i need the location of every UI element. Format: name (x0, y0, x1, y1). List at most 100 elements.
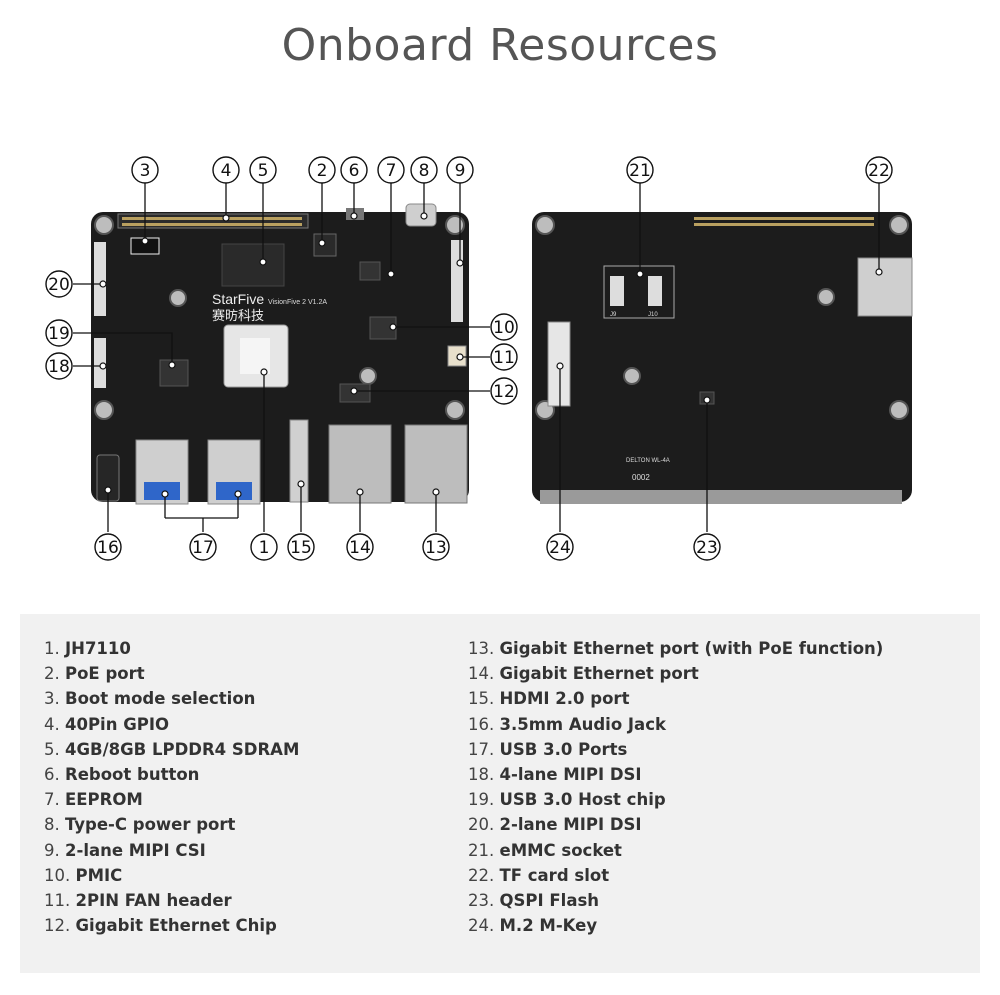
front-board: StarFive 赛昉科技 VisionFive 2 V1.2A (91, 203, 469, 505)
emmc-connector-j10 (648, 276, 662, 306)
back-board: J9 J10 DELTON WL-4A 0002 (532, 212, 913, 504)
callout-13: 13 (422, 533, 450, 561)
brand-cn: 赛昉科技 (212, 308, 264, 324)
callout-17: 17 (189, 533, 217, 561)
label-j9: J9 (610, 312, 617, 318)
callout-11: 11 (490, 343, 518, 371)
legend-item: 7. EEPROM (44, 790, 143, 810)
mipi-dsi-2lane (94, 242, 106, 316)
callout-1-text: 1 (259, 538, 270, 558)
gpio-pins (122, 217, 302, 226)
callout-11-text: 11 (493, 348, 515, 368)
mipi-csi-connector (451, 240, 463, 322)
legend-item: 3. Boot mode selection (44, 689, 256, 709)
callout-5-text: 5 (258, 161, 269, 181)
legend-item: 18. 4-lane MIPI DSI (468, 764, 642, 784)
emmc-connector-j9 (610, 276, 624, 306)
callout-21: 21 (626, 156, 654, 184)
legend-item: 23. QSPI Flash (468, 890, 600, 910)
hdmi-port (289, 419, 309, 503)
legend-column-left: 1. JH7110 2. PoE port 3. Boot mode selec… (44, 636, 299, 938)
legend-item: 24. M.2 M-Key (468, 916, 598, 936)
callout-18-text: 18 (48, 357, 70, 377)
callout-15: 15 (287, 533, 315, 561)
callout-12-text: 12 (493, 382, 515, 402)
callouts: 3 4 5 2 6 7 8 9 20 19 18 10 11 12 16 17 … (45, 156, 893, 561)
callout-24: 24 (546, 533, 574, 561)
board-diagram: StarFive 赛昉科技 VisionFive 2 V1.2A (45, 156, 913, 561)
callout-3-text: 3 (140, 161, 151, 181)
callout-6-text: 6 (349, 161, 360, 181)
legend-item: 13. Gigabit Ethernet port (with PoE func… (468, 639, 884, 658)
callout-19: 19 (45, 319, 73, 347)
legend-column-right: 13. Gigabit Ethernet port (with PoE func… (468, 636, 883, 938)
tf-card-slot (857, 257, 913, 317)
label-delton: DELTON WL-4A (626, 458, 670, 464)
callout-3: 3 (131, 156, 159, 184)
callout-19-text: 19 (48, 324, 70, 344)
legend-panel: 1. JH7110 2. PoE port 3. Boot mode selec… (20, 614, 980, 973)
callout-22: 22 (865, 156, 893, 184)
callout-7: 7 (377, 156, 405, 184)
callout-8-text: 8 (419, 161, 430, 181)
leader-dots (99, 212, 883, 498)
page-title: Onboard Resources (281, 20, 719, 71)
callout-9: 9 (446, 156, 474, 184)
soc-die (240, 338, 270, 374)
callout-23: 23 (693, 533, 721, 561)
callout-6: 6 (340, 156, 368, 184)
label-j10: J10 (648, 312, 658, 318)
callout-1: 1 (250, 533, 278, 561)
callout-2-text: 2 (317, 161, 328, 181)
callout-5: 5 (249, 156, 277, 184)
callout-24-text: 24 (549, 538, 571, 558)
legend-item: 8. Type-C power port (44, 815, 236, 835)
legend-item: 16. 3.5mm Audio Jack (468, 714, 666, 734)
legend-item: 10. PMIC (44, 865, 123, 885)
callout-10-text: 10 (493, 318, 515, 338)
callout-20: 20 (45, 270, 73, 298)
legend-item: 19. USB 3.0 Host chip (468, 790, 666, 810)
legend-item: 2. PoE port (44, 664, 145, 684)
eeprom-chip (359, 261, 381, 281)
poe-connector (313, 233, 337, 257)
legend-item: 12. Gigabit Ethernet Chip (44, 916, 277, 936)
callout-20-text: 20 (48, 275, 70, 295)
callout-15-text: 15 (290, 538, 312, 558)
callout-23-text: 23 (696, 538, 718, 558)
legend-item: 9. 2-lane MIPI CSI (44, 840, 206, 860)
legend-item: 14. Gigabit Ethernet port (468, 664, 699, 684)
back-mounting-holes (535, 215, 909, 420)
brand-en: StarFive (212, 291, 264, 307)
callout-2: 2 (308, 156, 336, 184)
callout-7-text: 7 (386, 161, 397, 181)
label-code: 0002 (632, 473, 650, 482)
callout-14-text: 14 (349, 538, 371, 558)
callout-4: 4 (212, 156, 240, 184)
legend-item: 5. 4GB/8GB LPDDR4 SDRAM (44, 739, 300, 759)
back-gpio-pins (694, 217, 874, 226)
callout-22-text: 22 (868, 161, 890, 181)
board-model: VisionFive 2 V1.2A (268, 299, 327, 306)
back-pcb (532, 212, 912, 502)
legend-item: 17. USB 3.0 Ports (468, 739, 628, 759)
legend-item: 1. JH7110 (44, 639, 131, 658)
callout-4-text: 4 (221, 161, 232, 181)
emmc-socket (603, 265, 675, 319)
legend-item: 22. TF card slot (468, 865, 610, 885)
legend-item: 4. 40Pin GPIO (44, 714, 170, 734)
back-ports-strip (540, 490, 902, 504)
callout-16-text: 16 (97, 538, 119, 558)
front-mounting-holes (94, 215, 465, 420)
callout-12: 12 (490, 377, 518, 405)
callout-14: 14 (346, 533, 374, 561)
legend-item: 15. HDMI 2.0 port (468, 689, 630, 709)
callout-16: 16 (94, 533, 122, 561)
callout-18: 18 (45, 352, 73, 380)
mipi-dsi-4lane (94, 338, 106, 388)
callout-8: 8 (410, 156, 438, 184)
callout-10: 10 (490, 313, 518, 341)
leader-lines (73, 183, 880, 532)
callout-17-text: 17 (192, 538, 214, 558)
legend-item: 20. 2-lane MIPI DSI (468, 815, 642, 835)
